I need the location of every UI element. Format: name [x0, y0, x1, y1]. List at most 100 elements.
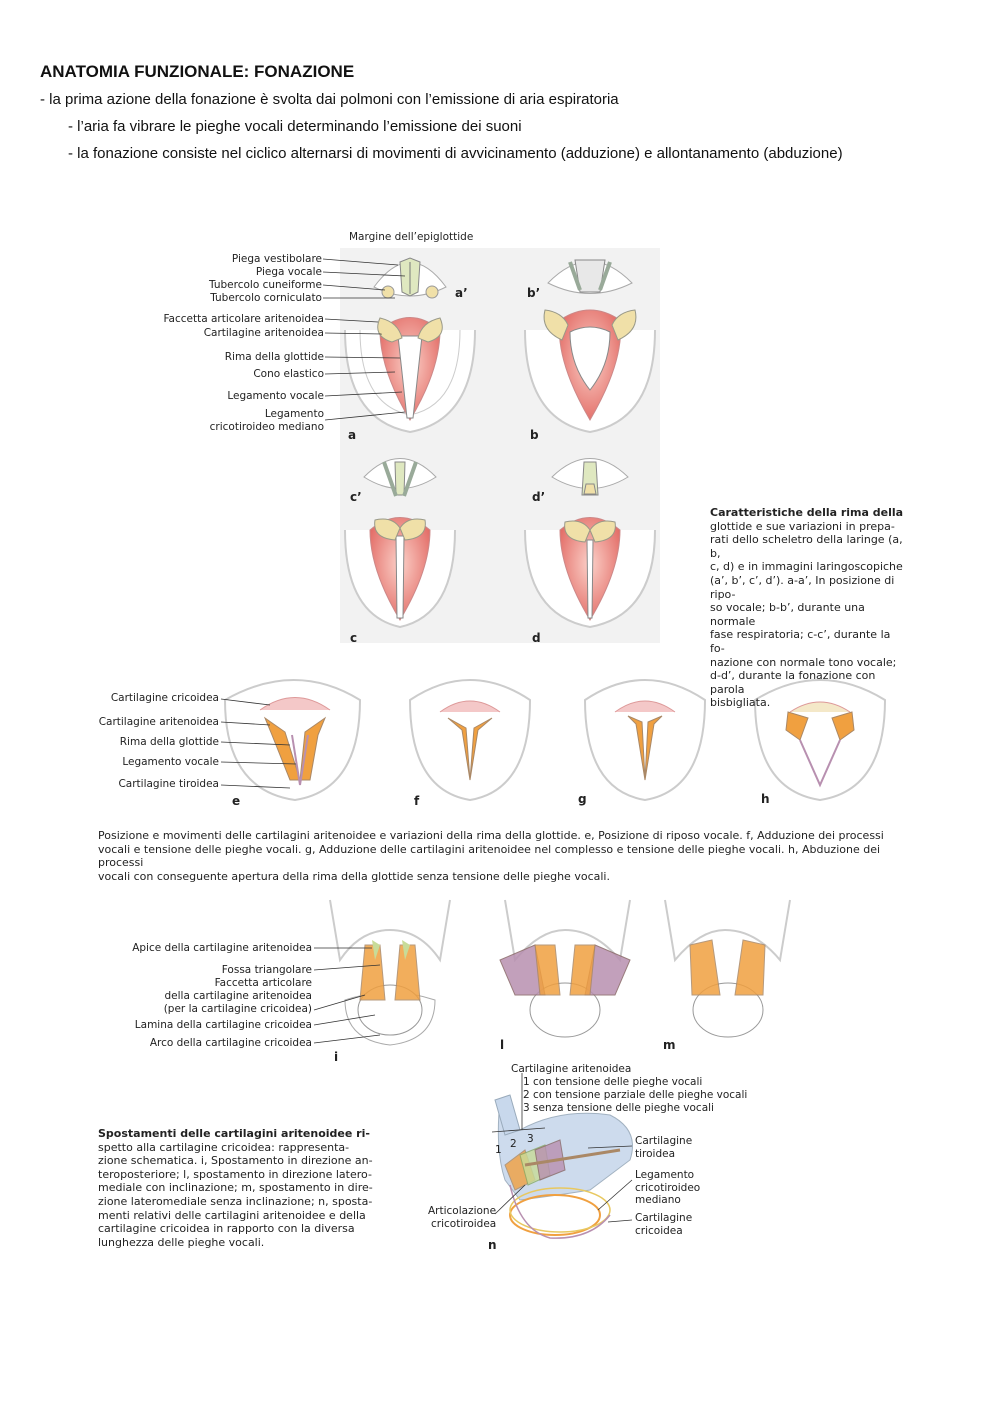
letter-i: i	[334, 1050, 339, 1064]
figure1-leader-lines	[322, 258, 406, 421]
label-legamento-vocale: Legamento vocale	[227, 390, 324, 402]
caption1-line: so vocale; b-b’, durante una normale	[710, 601, 865, 628]
n-label-cricoidea-2: cricoidea	[635, 1225, 683, 1237]
letter-l: l	[500, 1038, 505, 1052]
label-legamento: Legamento	[264, 408, 324, 420]
page-title: ANATOMIA FUNZIONALE: FONAZIONE	[40, 62, 355, 81]
view-d	[524, 517, 656, 629]
label-tubercolo-cuneiforme: Tubercolo cuneiforme	[209, 279, 322, 291]
caption1-line: glottide e sue variazioni in prepa-	[710, 519, 895, 533]
letter-a: a	[348, 428, 357, 442]
letter-g: g	[578, 792, 587, 806]
figure2-caption: Posizione e movimenti delle cartilagini …	[98, 829, 908, 883]
bullet-3: - la fonazione consiste nel ciclico alte…	[68, 145, 843, 162]
caption3-line: zione schematica. i, Spostamento in dire…	[98, 1154, 373, 1168]
figure2-leader-lines	[220, 698, 297, 789]
letter-d-prime: d’	[532, 490, 546, 504]
caption2-line: vocali con conseguente apertura della ri…	[98, 869, 610, 883]
label-margine-epiglottide: Margine dell’epiglottide	[349, 231, 474, 243]
n-legend-1: 1 con tensione delle pieghe vocali	[523, 1076, 703, 1088]
n-number-2: 2	[510, 1138, 517, 1150]
caption3-line: lunghezza delle pieghe vocali.	[98, 1235, 265, 1249]
letter-c-prime: c’	[350, 490, 362, 504]
n-label-cricoidea-1: Cartilagine	[635, 1212, 693, 1224]
n-label-tiroidea-2: tiroidea	[635, 1148, 676, 1160]
view-m	[664, 899, 791, 1038]
view-b-prime	[547, 259, 633, 294]
letter-b: b	[530, 428, 539, 442]
n-legend-2: 2 con tensione parziale delle pieghe voc…	[523, 1089, 748, 1101]
letter-m: m	[663, 1038, 676, 1052]
n-number-3: 3	[527, 1133, 534, 1145]
n-label-legamento-1: Legamento	[635, 1169, 695, 1181]
caption1-line: c, d) e in immagini laringoscopiche	[710, 560, 903, 574]
letter-a-prime: a’	[455, 286, 468, 300]
view-a-prime	[373, 257, 447, 299]
n-label-tiroidea-1: Cartilagine	[635, 1135, 693, 1147]
label-arco: Arco della cartilagine cricoidea	[149, 1037, 312, 1049]
view-i	[329, 899, 451, 1046]
label-cartilagine-tiroidea: Cartilagine tiroidea	[118, 778, 219, 790]
label-cono-elastico: Cono elastico	[253, 368, 324, 380]
label-rima-glottide: Rima della glottide	[224, 351, 324, 363]
caption1-line: d-d’, durante la fonazione con parola	[710, 669, 876, 696]
n-label-legamento-2: cricotiroideo	[635, 1182, 701, 1194]
letter-f: f	[414, 794, 420, 808]
caption2-line: Posizione e movimenti delle cartilagini …	[98, 829, 884, 842]
caption1-line: Caratteristiche della rima della	[710, 506, 904, 519]
figure3-leader-lines	[313, 947, 381, 1044]
label-legamento-vocale-2: Legamento vocale	[122, 756, 219, 768]
label-cricotiroideo-mediano: cricotiroideo mediano	[209, 421, 324, 433]
bullet-2: - l’aria fa vibrare le pieghe vocali det…	[68, 118, 522, 135]
view-b	[524, 309, 656, 434]
label-faccetta-articolare: Faccetta articolare aritenoidea	[163, 313, 324, 325]
view-a	[344, 317, 476, 434]
caption3-line: cartilagine cricoidea in rapporto con la…	[98, 1222, 355, 1236]
caption3-line: teroposteriore; l, spostamento in direzi…	[98, 1167, 372, 1181]
label-lamina: Lamina della cartilagine cricoidea	[134, 1019, 312, 1031]
label-faccetta-aritenoidea: della cartilagine aritenoidea	[164, 990, 312, 1002]
label-tubercolo-corniculato: Tubercolo corniculato	[210, 292, 322, 304]
letter-e: e	[232, 794, 241, 808]
label-faccetta-articolare-2: Faccetta articolare	[214, 977, 312, 989]
caption3-line: spetto alla cartilagine cricoidea: rappr…	[98, 1140, 350, 1154]
view-h	[753, 679, 887, 802]
label-piega-vestibolare: Piega vestibolare	[231, 253, 322, 265]
view-n-leader-lines	[491, 1073, 633, 1223]
label-cartilagine-aritenoidea-2: Cartilagine aritenoidea	[98, 716, 219, 728]
caption1-line: bisbigliata.	[710, 696, 771, 710]
view-g	[583, 679, 707, 802]
caption3-line: mediale con inclinazione; m, spostamento…	[98, 1181, 373, 1195]
view-f	[408, 679, 532, 802]
label-rima-glottide-2: Rima della glottide	[119, 736, 219, 748]
figure1-caption: Caratteristiche della rima della glottid…	[710, 506, 905, 710]
n-label-articolazione-1: Articolazione	[428, 1205, 497, 1217]
n-label-articolazione-2: cricotiroidea	[431, 1218, 497, 1230]
n-number-1: 1	[495, 1144, 502, 1156]
view-c-prime	[363, 458, 437, 497]
label-apice: Apice della cartilagine aritenoidea	[132, 942, 312, 954]
n-label-aritenoidea: Cartilagine aritenoidea	[511, 1063, 632, 1075]
label-piega-vocale: Piega vocale	[255, 266, 322, 278]
label-fossa-triangolare: Fossa triangolare	[221, 964, 312, 976]
view-e	[223, 679, 362, 802]
caption1-line: rati dello scheletro della laringe (a, b…	[710, 533, 903, 560]
letter-b-prime: b’	[527, 286, 541, 300]
caption3-line: zione lateromediale senza inclinazione; …	[98, 1194, 373, 1208]
figure3-caption: Spostamenti delle cartilagini aritenoide…	[98, 1127, 373, 1249]
n-legend-3: 3 senza tensione delle pieghe vocali	[523, 1102, 714, 1114]
caption1-line: nazione con normale tono vocale;	[710, 655, 897, 669]
letter-c: c	[350, 631, 358, 645]
label-cartilagine-aritenoidea: Cartilagine aritenoidea	[203, 327, 324, 339]
label-cartilagine-cricoidea: Cartilagine cricoidea	[110, 692, 219, 704]
view-d-prime	[551, 458, 629, 496]
letter-n: n	[488, 1238, 497, 1252]
label-faccetta-cricoidea: (per la cartilagine cricoidea)	[163, 1003, 312, 1015]
view-c	[344, 517, 456, 629]
caption2-line: vocali e tensione delle pieghe vocali. g…	[98, 842, 881, 870]
caption1-line: (a’, b’, c’, d’). a-a’, In posizione di …	[710, 573, 895, 601]
caption3-line: Spostamenti delle cartilagini aritenoide…	[98, 1127, 370, 1140]
n-label-legamento-3: mediano	[635, 1194, 681, 1206]
caption3-line: menti relativi delle cartilagini ariteno…	[98, 1208, 366, 1222]
